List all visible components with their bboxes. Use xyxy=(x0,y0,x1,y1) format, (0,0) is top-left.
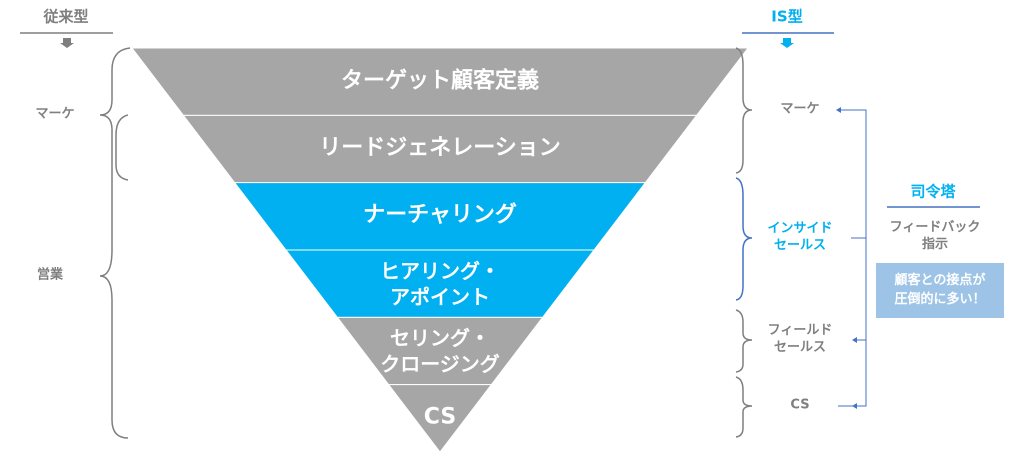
right-brace-inside-sales xyxy=(735,177,753,301)
feedback-connector xyxy=(838,109,867,407)
funnel-band-label: リードジェネレーション xyxy=(319,135,561,161)
arrowhead-icons xyxy=(836,107,857,409)
funnel-band-label: ナーチャリング xyxy=(363,203,517,229)
right-header-title: IS型 xyxy=(771,7,803,26)
right-group-inside-sales: インサイド セールス xyxy=(767,221,833,253)
left-group-marketing: マーケ xyxy=(35,106,75,122)
right-brace-cs xyxy=(735,376,753,438)
right-group-marketing: マーケ xyxy=(780,101,820,117)
right-brace-marketing xyxy=(735,47,753,174)
funnel-band-5 xyxy=(387,384,493,453)
command-title: 司令塔 xyxy=(910,182,956,201)
left-inner-brace xyxy=(115,114,129,181)
command-subtitle: フィードバック 指示 xyxy=(889,220,981,252)
funnel-band-label: CS xyxy=(423,405,457,431)
funnel-band-label: ターゲット顧客定義 xyxy=(340,68,540,94)
left-group-sales: 営業 xyxy=(36,267,64,283)
right-brace-field-sales xyxy=(735,309,753,373)
down-arrow-icon xyxy=(60,38,74,48)
left-header-title: 従来型 xyxy=(43,7,89,26)
down-arrow-icon xyxy=(780,38,794,48)
left-brace xyxy=(99,47,131,439)
funnel-band-label: セリング・ クロージング xyxy=(380,326,500,376)
right-group-cs: CS xyxy=(790,397,810,413)
right-group-field-sales: フィールド セールス xyxy=(767,323,833,355)
highlight-box: 顧客との接点が 圧倒的に多い！ xyxy=(876,263,1004,318)
funnel-band-label: ヒアリング・ アポイント xyxy=(380,258,500,309)
